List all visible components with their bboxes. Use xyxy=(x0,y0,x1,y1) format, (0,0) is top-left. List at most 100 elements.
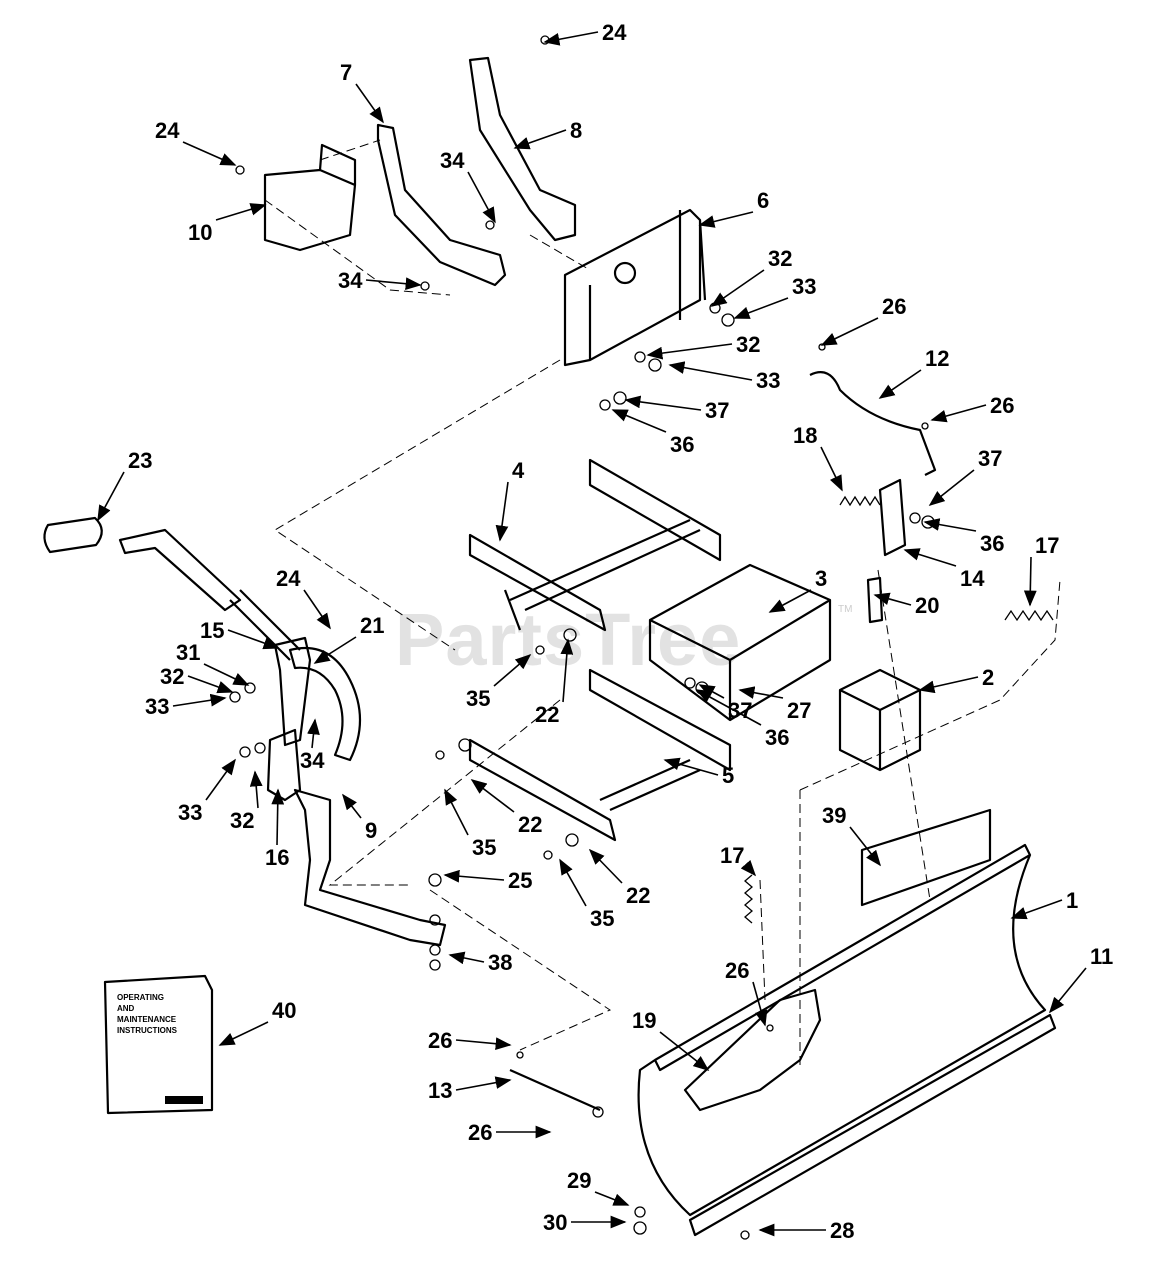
callout-arrow-26 xyxy=(752,981,768,1027)
part-3-tube xyxy=(648,563,832,722)
part-23-grip xyxy=(43,516,103,554)
callout-label-21: 21 xyxy=(360,613,384,638)
part-9-rod xyxy=(293,788,447,947)
callout-arrow-14 xyxy=(903,548,957,567)
callout-label-31: 31 xyxy=(176,640,200,665)
callout-label-11: 11 xyxy=(1090,944,1113,969)
callout-label-20: 20 xyxy=(915,593,939,618)
callout-arrow-36 xyxy=(923,518,977,532)
callout-arrow-35 xyxy=(444,788,469,836)
callout-label-24: 24 xyxy=(276,566,301,591)
callout-arrow-33 xyxy=(172,693,227,707)
callout-arrow-19 xyxy=(659,1031,710,1071)
callout-arrow-33 xyxy=(205,758,236,801)
callout-label-23: 23 xyxy=(128,448,152,473)
callout-label-26: 26 xyxy=(725,958,749,983)
callout-arrow-34 xyxy=(365,277,422,291)
callout-label-37: 37 xyxy=(978,446,1002,471)
callout-arrow-8 xyxy=(513,129,567,150)
watermark-tm: TM xyxy=(838,604,852,615)
part-11-edge xyxy=(688,1013,1057,1237)
callout-arrow-37 xyxy=(624,395,702,411)
callout-label-7: 7 xyxy=(340,60,352,85)
callout-arrow-17 xyxy=(740,859,757,877)
callout-label-33: 33 xyxy=(178,800,202,825)
callout-label-1: 1 xyxy=(1066,888,1078,913)
callout-arrow-11 xyxy=(1048,967,1087,1014)
callout-arrow-7 xyxy=(355,83,384,124)
part-15-link xyxy=(273,636,312,747)
callout-label-12: 12 xyxy=(925,346,949,371)
callout-arrow-24 xyxy=(182,141,237,166)
part-4-frame xyxy=(468,458,722,632)
callout-arrow-35 xyxy=(559,858,587,907)
callout-label-26: 26 xyxy=(882,294,906,319)
callout-arrow-29 xyxy=(594,1191,630,1206)
manual-title-line3: MAINTENANCE xyxy=(117,1015,177,1024)
callout-arrow-32 xyxy=(710,269,765,307)
callout-label-26: 26 xyxy=(990,393,1014,418)
callout-label-36: 36 xyxy=(980,531,1004,556)
callout-arrow-13 xyxy=(455,1076,512,1091)
callout-arrow-39 xyxy=(849,826,881,867)
part-10-bracket xyxy=(263,143,357,252)
parts: OPERATING AND MAINTENANCE INSTRUCTIONS xyxy=(43,35,1057,1240)
callout-arrow-5 xyxy=(663,757,719,776)
callout-label-29: 29 xyxy=(567,1168,591,1193)
callout-arrow-26 xyxy=(455,1037,512,1051)
callout-arrow-9 xyxy=(342,793,362,819)
callout-label-10: 10 xyxy=(188,220,212,245)
callout-label-39: 39 xyxy=(822,803,846,828)
part-14-plate xyxy=(878,478,907,557)
part-40-manual: OPERATING AND MAINTENANCE INSTRUCTIONS xyxy=(103,974,214,1115)
callout-label-33: 33 xyxy=(792,274,816,299)
callout-label-33: 33 xyxy=(756,368,780,393)
callout-label-22: 22 xyxy=(518,812,542,837)
callout-label-32: 32 xyxy=(160,664,184,689)
callout-label-33: 33 xyxy=(145,694,169,719)
callout-arrow-24 xyxy=(543,31,599,46)
callout-arrow-36 xyxy=(695,689,762,726)
callout-arrow-20 xyxy=(873,592,912,606)
part-8-strap xyxy=(468,56,577,242)
callout-arrow-10 xyxy=(215,203,267,221)
callout-label-17: 17 xyxy=(720,843,744,868)
callout-label-40: 40 xyxy=(272,998,296,1023)
callout-label-26: 26 xyxy=(428,1028,452,1053)
part-21-rod xyxy=(288,646,362,762)
callout-arrow-18 xyxy=(820,446,843,492)
callout-label-37: 37 xyxy=(705,398,729,423)
callout-label-24: 24 xyxy=(155,118,180,143)
callout-arrow-32 xyxy=(187,675,234,694)
part-handle-lever xyxy=(118,528,301,661)
callout-label-32: 32 xyxy=(736,332,760,357)
callout-label-22: 22 xyxy=(626,883,650,908)
callout-arrow-17 xyxy=(1023,556,1037,607)
callout-label-18: 18 xyxy=(793,423,817,448)
callout-arrow-38 xyxy=(448,951,485,965)
callout-label-34: 34 xyxy=(300,748,325,773)
callout-label-27: 27 xyxy=(787,698,811,723)
part-17-spring xyxy=(1004,609,1054,622)
callout-label-35: 35 xyxy=(590,906,614,931)
callout-arrow-31 xyxy=(203,663,250,686)
part-1-blade xyxy=(637,843,1047,1217)
manual-title-line4: INSTRUCTIONS xyxy=(117,1026,178,1035)
callout-label-19: 19 xyxy=(632,1008,656,1033)
callout-arrow-1 xyxy=(1010,899,1063,920)
callout-arrow-15 xyxy=(227,629,280,650)
callout-arrow-34 xyxy=(307,718,320,749)
callout-label-36: 36 xyxy=(670,432,694,457)
part-18-spring xyxy=(839,495,881,507)
callout-label-32: 32 xyxy=(230,808,254,833)
part-20-pin xyxy=(866,576,884,624)
callout-label-26: 26 xyxy=(468,1120,492,1145)
callout-arrow-33 xyxy=(668,361,753,381)
callout-label-16: 16 xyxy=(265,845,289,870)
part-17b-spring xyxy=(744,874,753,924)
callout-label-17: 17 xyxy=(1035,533,1059,558)
callout-arrow-22 xyxy=(470,779,515,813)
callout-label-13: 13 xyxy=(428,1078,452,1103)
part-13-rod xyxy=(509,1068,601,1112)
